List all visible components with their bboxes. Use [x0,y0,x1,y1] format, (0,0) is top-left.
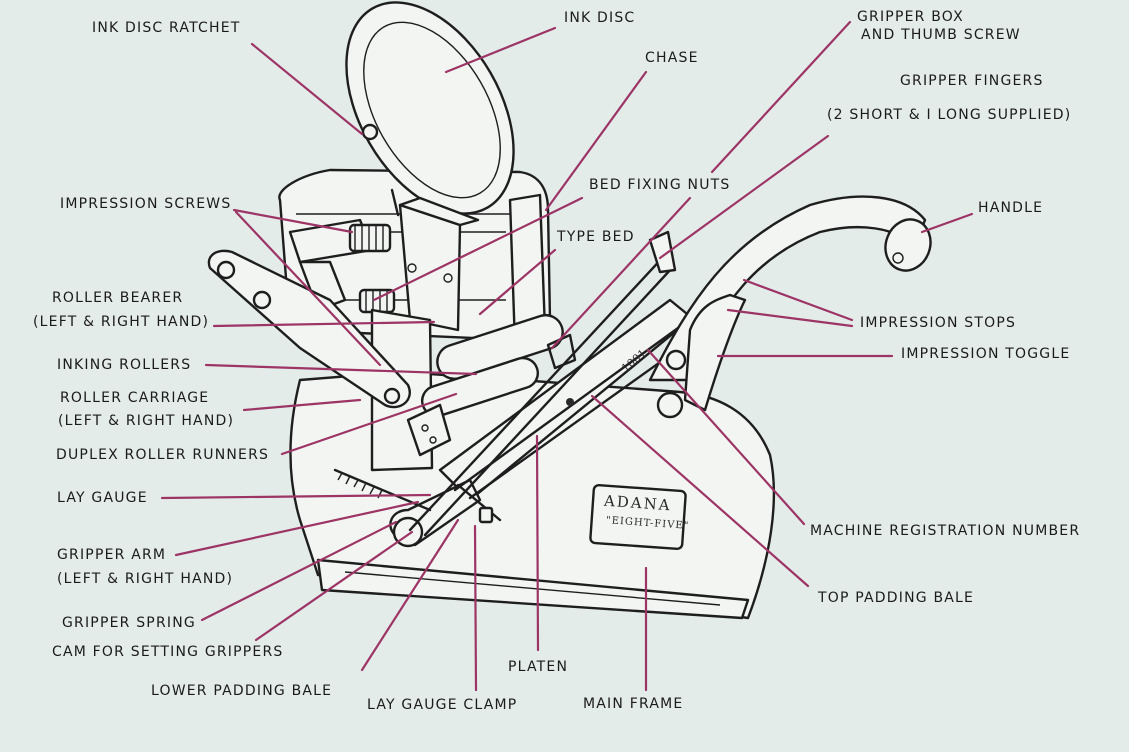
label-gripper-arm-line2: (LEFT & RIGHT HAND) [57,571,234,587]
leader-gripper-arm [174,500,420,557]
leader-lines [160,20,974,692]
leader-handle [920,212,974,234]
leader-duplex-roller-runners [280,392,458,456]
leader-impression-stops-b [726,308,854,328]
leader-gripper-spring [200,520,398,622]
leader-impression-stops-a [742,278,854,322]
leader-ink-disc-ratchet [250,42,364,136]
roller-bearer-drawing [207,249,411,409]
leader-cam-for-setting-grippers [254,530,414,642]
label-impression-screws: IMPRESSION SCREWS [60,196,232,212]
inking-rollers-drawing [406,313,564,457]
leader-chase [544,70,648,212]
label-platen: PLATEN [508,659,569,675]
leader-type-bed [478,248,557,316]
label-roller-carriage-line1: ROLLER CARRIAGE [60,390,210,406]
label-chase: CHASE [645,50,699,66]
gripper-arm-drawing [408,230,677,537]
label-main-frame: MAIN FRAME [583,696,684,712]
leader-bed-fixing-nuts-a [372,196,584,302]
leader-lay-gauge-clamp [473,524,478,692]
leader-gripper-fingers [658,134,830,260]
ink-disc-drawing [345,1,515,217]
leader-platen [535,434,540,652]
label-gripper-spring: GRIPPER SPRING [62,615,196,631]
label-gripper-fingers-note: (2 SHORT & I LONG SUPPLIED) [827,107,1072,123]
label-roller-bearer-line2: (LEFT & RIGHT HAND) [33,314,210,330]
leader-lower-padding-bale [360,518,460,672]
label-duplex-roller-runners: DUPLEX ROLLER RUNNERS [56,447,270,463]
leader-inking-rollers [204,363,478,376]
leader-roller-bearer [212,320,436,328]
label-machine-registration-number: MACHINE REGISTRATION NUMBER [810,523,1081,539]
label-lay-gauge: LAY GAUGE [57,490,148,506]
label-cam-for-setting-grippers: CAM FOR SETTING GRIPPERS [52,644,284,660]
label-ink-disc-ratchet: INK DISC RATCHET [92,20,241,36]
label-type-bed: TYPE BED [557,229,635,245]
label-gripper-box-line1: GRIPPER BOX [857,9,964,25]
leader-roller-carriage [242,398,362,412]
label-gripper-box-line2: AND THUMB SCREW [861,27,1021,43]
label-bed-fixing-nuts: BED FIXING NUTS [589,177,731,193]
leader-bed-fixing-nuts-b [550,196,692,350]
label-lower-padding-bale: LOWER PADDING BALE [151,683,333,699]
label-gripper-arm-line1: GRIPPER ARM [57,547,167,563]
handle-drawing [648,195,932,419]
label-top-padding-bale: TOP PADDING BALE [818,590,975,606]
label-lay-gauge-clamp: LAY GAUGE CLAMP [367,697,518,713]
leader-lay-gauge [160,493,432,500]
leader-top-padding-bale [590,394,810,588]
label-roller-bearer-line1: ROLLER BEARER [52,290,184,306]
leader-gripper-box [710,20,852,174]
label-handle: HANDLE [978,200,1044,216]
leader-impression-screws-b [234,210,382,367]
label-impression-stops: IMPRESSION STOPS [860,315,1017,331]
label-ink-disc: INK DISC [564,10,636,26]
leader-impression-screws-a [232,208,354,234]
label-roller-carriage-line2: (LEFT & RIGHT HAND) [58,413,235,429]
label-gripper-fingers: GRIPPER FINGERS [900,73,1044,89]
leader-ink-disc [444,26,557,74]
leader-machine-registration [646,348,806,526]
label-impression-toggle: IMPRESSION TOGGLE [901,346,1071,362]
label-inking-rollers: INKING ROLLERS [57,357,192,373]
